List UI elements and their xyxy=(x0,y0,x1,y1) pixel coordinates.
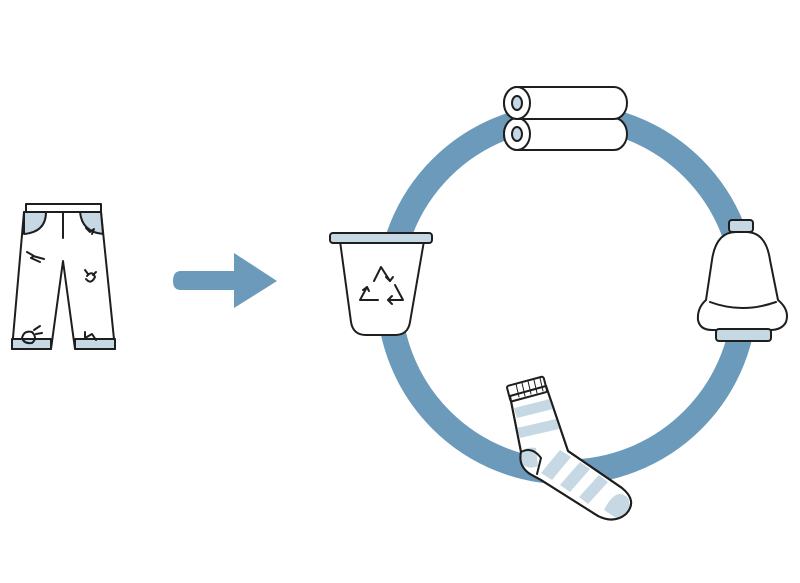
jeans-left-pocket xyxy=(23,211,47,235)
bin-lid xyxy=(329,232,433,244)
recycle-symbol-icon xyxy=(359,266,404,305)
yarn-bobbin-icon xyxy=(696,219,788,342)
bobbin-body xyxy=(696,231,788,331)
arrow-shaft xyxy=(173,253,277,308)
sock-outline xyxy=(509,385,633,521)
bin-body xyxy=(339,240,425,336)
bobbin-thread-line xyxy=(709,301,777,309)
jeans-right-pocket xyxy=(79,211,104,235)
fabric-roll-top-core xyxy=(511,95,523,111)
jeans-tear-4 xyxy=(21,325,43,345)
sock-stripes xyxy=(514,399,630,518)
cycle-ring xyxy=(376,103,758,485)
jeans-waistband xyxy=(25,203,102,213)
sock-heel-line xyxy=(520,449,542,475)
jeans-tear-2 xyxy=(84,269,97,283)
recycle-bin-icon xyxy=(329,232,433,336)
fabric-roll-bottom-core xyxy=(511,126,523,142)
jeans-right-hem xyxy=(74,338,116,350)
sock-cuff-ribbing xyxy=(515,377,544,398)
arrow-right-icon xyxy=(173,253,277,308)
jeans-worn-icon xyxy=(11,203,116,350)
jeans-tear-3 xyxy=(85,227,95,235)
new-sock-icon xyxy=(506,375,633,521)
sock-cuff xyxy=(506,375,548,403)
jeans-tear-5 xyxy=(84,331,97,341)
bobbin-top-cap xyxy=(728,219,754,233)
fabric-rolls-icon xyxy=(503,86,628,151)
bobbin-base xyxy=(715,328,772,342)
jeans-tear-1 xyxy=(26,251,45,263)
